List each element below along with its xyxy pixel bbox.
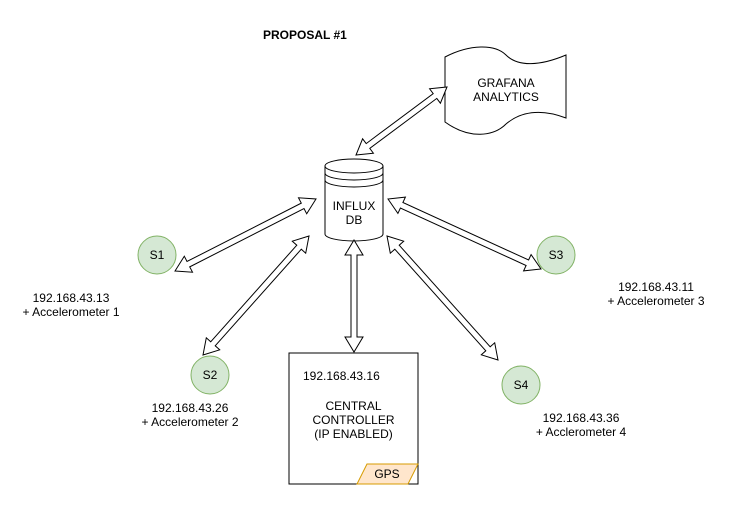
sensor-s4-ip: 192.168.43.36 <box>542 411 620 425</box>
sensor-s3-desc: + Accelerometer 3 <box>607 294 705 308</box>
arrow-s1-influx <box>174 197 317 273</box>
sensor-s4-label: S4 <box>513 378 529 392</box>
sensor-s1-desc: + Accelerometer 1 <box>22 305 120 319</box>
sensor-s1-ip: 192.168.43.13 <box>32 291 110 305</box>
central-controller-box[interactable] <box>288 352 419 485</box>
sensor-s2-circle[interactable] <box>190 355 230 395</box>
controller-label: CENTRAL CONTROLLER (IP ENABLED) <box>312 399 395 441</box>
arrow-s2-influx <box>202 235 310 356</box>
sensor-s4-desc: + Acclerometer 4 <box>535 425 627 439</box>
sensor-s4-circle[interactable] <box>501 365 541 405</box>
sensor-s3-circle[interactable] <box>536 235 576 275</box>
sensor-s1-circle[interactable] <box>137 235 177 275</box>
sensor-s2-desc: + Accelerometer 2 <box>141 415 239 429</box>
sensor-s2-ip: 192.168.43.26 <box>151 401 229 415</box>
sensor-s3-ip: 192.168.43.11 <box>618 280 694 294</box>
sensor-s3-label: S3 <box>548 248 564 262</box>
grafana-shape[interactable] <box>444 46 567 135</box>
connection-arrows <box>174 86 542 361</box>
sensor-s2-label: S2 <box>202 368 218 382</box>
diagram-title: PROPOSAL #1 <box>263 28 347 42</box>
arrow-s4-influx <box>386 235 499 361</box>
arrow-influx-grafana <box>355 86 448 156</box>
gps-label: GPS <box>374 467 400 481</box>
arrow-influx-controller <box>344 239 364 353</box>
sensor-s1-label: S1 <box>149 248 165 262</box>
grafana-label: GRAFANA ANALYTICS <box>473 76 539 104</box>
influx-db-label: INFLUX DB <box>332 199 376 227</box>
arrow-s3-influx <box>387 196 542 272</box>
controller-ip: 192.168.43.16 <box>303 369 380 383</box>
gps-shape[interactable] <box>356 463 419 485</box>
